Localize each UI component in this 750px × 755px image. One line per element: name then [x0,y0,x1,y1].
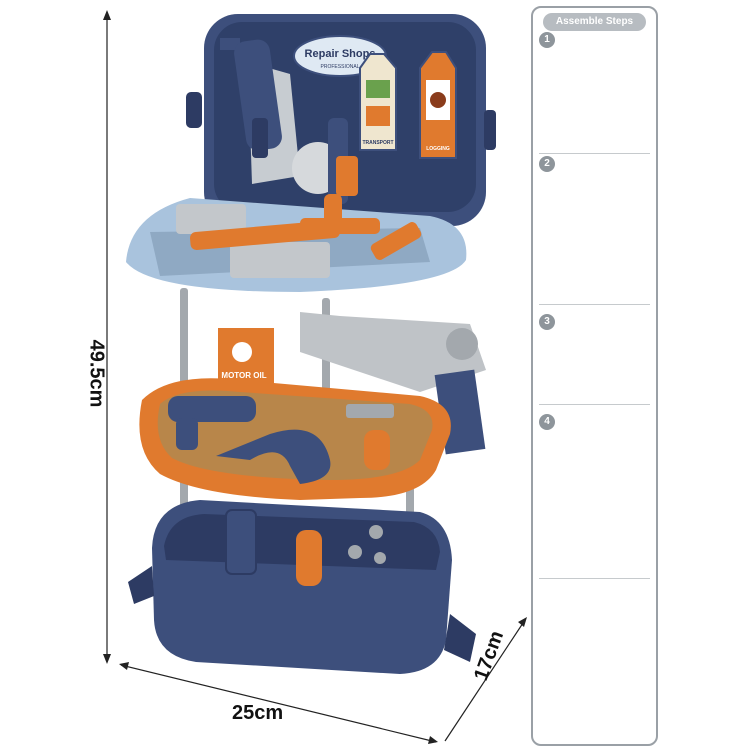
assemble-steps-panel: Assemble Steps 1 2 3 4 [531,6,658,746]
step-number-3: 3 [539,314,555,330]
tag-logging-text: LOGGING [426,146,450,152]
repair-shops-text: Repair Shops [305,48,376,60]
width-dimension-label: 25cm [232,702,284,724]
repair-shops-subtitle: PROFESSIONAL [321,64,360,70]
base-case [128,500,476,674]
height-dimension-label: 49.5cm [85,339,108,408]
step-divider [539,304,650,305]
tag-logging: LOGGING [419,51,457,159]
dimension-lines [103,10,527,744]
step-divider [539,153,650,154]
step-number-2: 2 [539,156,555,172]
motor-oil-text: MOTOR OIL [221,371,266,380]
tag-transport: TRANSPORT [359,53,397,151]
tag-transport-text: TRANSPORT [362,140,393,146]
case-lid [186,14,496,226]
assemble-steps-title: Assemble Steps [543,13,646,31]
middle-tray [139,378,451,500]
step-number-4: 4 [539,414,555,430]
step-number-1: 1 [539,32,555,48]
step-divider [539,578,650,579]
top-tray [126,194,467,292]
step-divider [539,404,650,405]
